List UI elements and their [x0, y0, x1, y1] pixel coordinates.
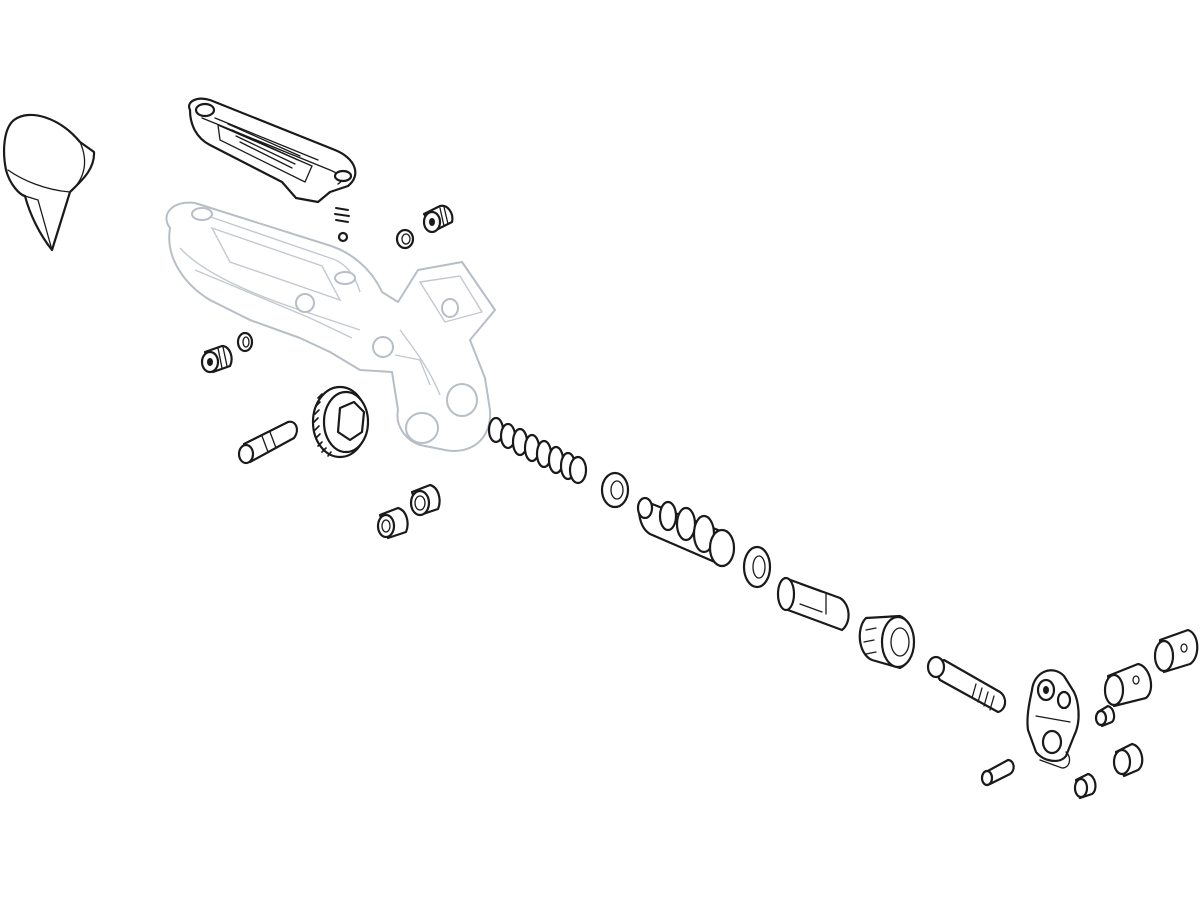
bolt-icon	[926, 655, 1007, 714]
piston-icon	[636, 496, 736, 568]
bushing-icon	[376, 483, 441, 540]
knurled-wheel-icon	[311, 385, 370, 459]
reservoir-cover-icon	[188, 97, 357, 204]
seal-icon	[600, 471, 630, 509]
sleeve-icon	[776, 576, 850, 632]
cam-icon	[1026, 669, 1080, 769]
pin-icon	[237, 420, 298, 465]
spring-icon	[487, 416, 588, 485]
spring-icon	[334, 207, 350, 243]
o-ring-icon	[395, 228, 415, 250]
hose-cover-icon	[3, 113, 96, 252]
seal-icon	[742, 545, 772, 589]
pin-icon	[980, 758, 1015, 787]
bleed-screw-icon	[422, 204, 454, 234]
knob-icon	[858, 614, 916, 670]
bleed-screw-icon	[200, 344, 233, 374]
bushing-icon	[1073, 704, 1144, 800]
o-ring-icon	[236, 331, 254, 353]
barrel-icon	[1103, 628, 1199, 708]
lever-body-icon	[165, 201, 496, 452]
